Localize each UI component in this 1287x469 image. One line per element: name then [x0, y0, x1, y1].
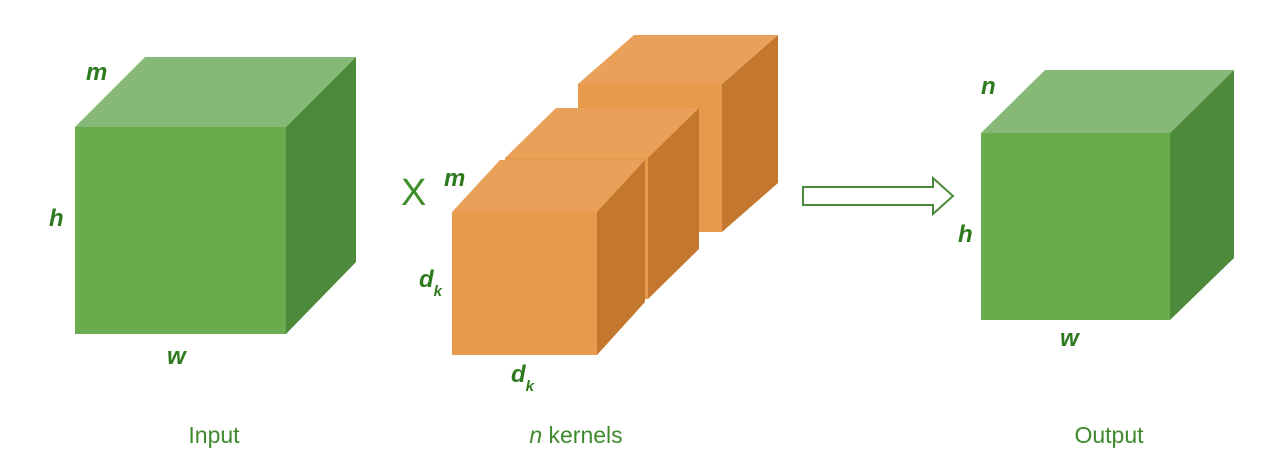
hollow-right-arrow-icon — [802, 175, 955, 217]
output-cube — [981, 70, 1234, 320]
input-height-label: h — [49, 205, 64, 232]
input-depth-label: m — [86, 59, 107, 86]
output-cube-front — [981, 133, 1170, 320]
kernel-front-side — [597, 160, 645, 355]
kernel-middle-side — [648, 108, 699, 299]
input-cube-side — [286, 57, 356, 334]
input-cube — [75, 57, 356, 334]
kernels-caption-n: n — [529, 422, 542, 448]
kernel-width-subscript: k — [526, 378, 535, 395]
input-cube-top — [75, 57, 356, 127]
output-cube-top — [981, 70, 1234, 133]
kernel-width-label: dk — [511, 361, 535, 395]
kernel-height-subscript: k — [434, 283, 443, 300]
kernel-back-top — [578, 35, 778, 84]
kernel-width-symbol: d — [511, 361, 527, 388]
kernel-cube-front — [452, 160, 645, 355]
multiply-operator: X — [401, 172, 426, 214]
arrow-shape — [802, 175, 955, 217]
kernel-front-top — [452, 160, 645, 212]
output-caption: Output — [1074, 422, 1144, 448]
input-width-label: w — [167, 343, 187, 370]
output-height-label: h — [958, 221, 973, 248]
kernels-caption-rest: kernels — [542, 422, 623, 448]
output-cube-side — [1170, 70, 1234, 320]
input-caption: Input — [188, 422, 240, 448]
output-width-label: w — [1060, 325, 1080, 352]
kernel-height-label: dk — [419, 266, 443, 300]
kernel-height-symbol: d — [419, 266, 435, 293]
kernel-depth-label: m — [444, 165, 465, 192]
kernel-back-side — [722, 35, 778, 232]
output-depth-label: n — [981, 73, 996, 100]
kernel-middle-top — [505, 108, 699, 158]
kernels-caption: n kernels — [529, 422, 622, 448]
kernel-front-front — [452, 212, 597, 355]
input-cube-front — [75, 127, 286, 334]
